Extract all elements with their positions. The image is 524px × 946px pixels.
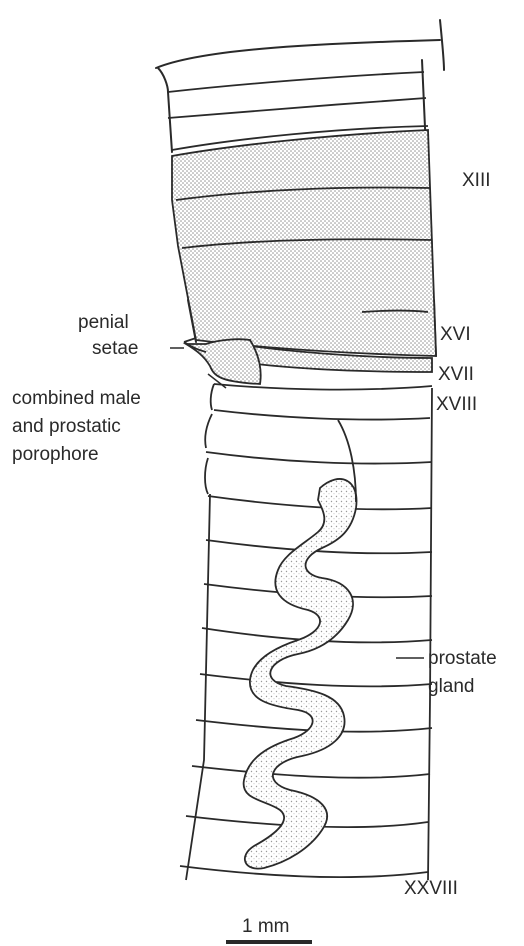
penial-setae-line-1: penial xyxy=(78,312,129,333)
prostate-gland-line-2: gland xyxy=(428,676,475,697)
scale-bar: 1 mm xyxy=(226,916,312,942)
prostate-gland-line-1: prostate xyxy=(428,648,497,669)
penial-setae-line-2: setae xyxy=(92,338,138,359)
porophore-line-1: combined male xyxy=(12,388,141,409)
segment-label-xviii: XVIII xyxy=(436,394,477,415)
segment-label-xvi: XVI xyxy=(440,324,471,345)
porophore-line-2: and prostatic xyxy=(12,416,121,437)
prostate-gland xyxy=(244,420,357,869)
segment-label-xxviii: XXVIII xyxy=(404,878,458,899)
clitellum xyxy=(172,130,436,356)
segment-label-xvii: XVII xyxy=(438,364,474,385)
segment-label-xiii: XIII xyxy=(462,170,491,191)
scale-bar-label: 1 mm xyxy=(242,916,290,937)
porophore xyxy=(184,338,261,384)
porophore-line-3: porophore xyxy=(12,444,99,465)
